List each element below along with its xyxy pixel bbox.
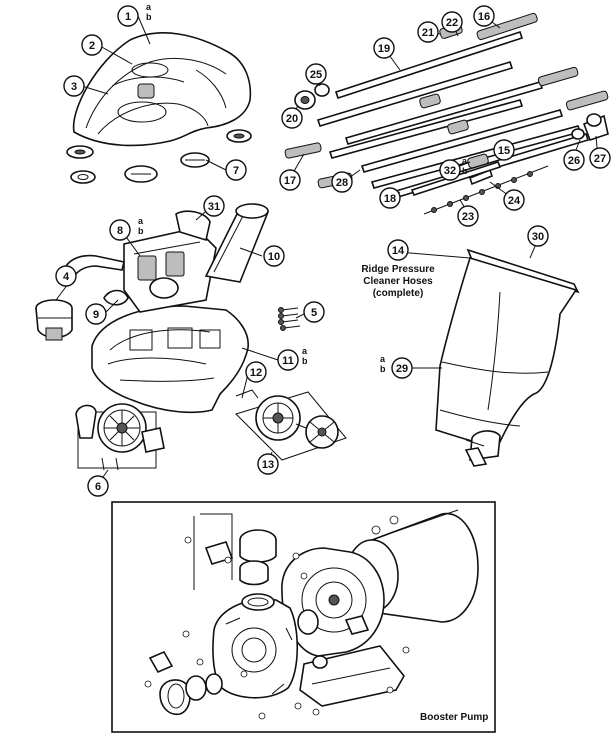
callout-28: 28 — [331, 171, 353, 193]
svg-text:10: 10 — [268, 251, 280, 263]
svg-text:25: 25 — [310, 69, 322, 81]
hoses-label-line-3: (complete) — [373, 288, 424, 299]
sub-b-11: b — [302, 356, 308, 366]
svg-text:31: 31 — [208, 201, 220, 213]
svg-text:29: 29 — [396, 363, 408, 375]
callout-2: 2 — [81, 34, 103, 56]
svg-text:28: 28 — [336, 177, 348, 189]
filter-bag — [435, 248, 580, 467]
booster-pump-label: Booster Pump — [420, 712, 488, 723]
svg-text:8: 8 — [117, 225, 123, 237]
callout-5: 5 — [303, 301, 325, 323]
svg-text:13: 13 — [262, 459, 274, 471]
svg-text:19: 19 — [378, 43, 390, 55]
svg-text:23: 23 — [462, 211, 474, 223]
sub-b-1: b — [146, 12, 152, 22]
svg-text:6: 6 — [95, 481, 101, 493]
hoses-label-line-2: Cleaner Hoses — [363, 276, 433, 287]
callout-17: 17 — [279, 169, 301, 191]
callout-10: 10 — [263, 245, 285, 267]
svg-text:7: 7 — [233, 165, 239, 177]
callout-27: 27 — [589, 147, 611, 169]
callout-9: 9 — [85, 303, 107, 325]
callout-3: 3 — [63, 75, 85, 97]
hose-set — [284, 12, 609, 215]
sub-a-8: a — [138, 216, 144, 226]
callout-32: 32 — [439, 159, 461, 181]
callout-19: 19 — [373, 37, 395, 59]
callout-7: 7 — [225, 159, 247, 181]
callout-11: 11 — [277, 349, 299, 371]
sub-a-32: a — [462, 156, 468, 166]
screws — [278, 307, 301, 331]
booster-pump — [144, 509, 479, 720]
svg-text:16: 16 — [478, 11, 490, 23]
svg-text:1: 1 — [125, 11, 131, 23]
svg-text:17: 17 — [284, 175, 296, 187]
callout-4: 4 — [55, 265, 77, 287]
pump-small-callouts — [144, 515, 410, 720]
filter-part — [35, 299, 73, 341]
callout-25: 25 — [305, 63, 327, 85]
callout-22: 22 — [441, 11, 463, 33]
svg-text:14: 14 — [392, 245, 405, 257]
wheel-left — [75, 403, 165, 471]
svg-text:5: 5 — [311, 307, 317, 319]
callout-26: 26 — [563, 149, 585, 171]
svg-text:4: 4 — [63, 271, 70, 283]
svg-text:24: 24 — [508, 195, 521, 207]
callout-23: 23 — [457, 205, 479, 227]
callout-14: 14 — [387, 239, 409, 261]
callout-31: 31 — [203, 195, 225, 217]
callout-8: 8 — [109, 219, 131, 241]
callout-6: 6 — [87, 475, 109, 497]
callout-30: 30 — [527, 225, 549, 247]
svg-text:32: 32 — [444, 165, 456, 177]
callout-29: 29 — [391, 357, 413, 379]
sub-a-1: a — [146, 2, 152, 12]
callout-15: 15 — [493, 139, 515, 161]
callout-20: 20 — [281, 107, 303, 129]
svg-text:18: 18 — [384, 193, 396, 205]
svg-text:3: 3 — [71, 81, 77, 93]
svg-text:9: 9 — [93, 309, 99, 321]
callout-13: 13 — [257, 453, 279, 475]
callout-24: 24 — [503, 189, 525, 211]
sub-a-11: a — [302, 346, 308, 356]
callout-21: 21 — [417, 21, 439, 43]
svg-text:20: 20 — [286, 113, 298, 125]
svg-text:2: 2 — [89, 40, 95, 52]
svg-text:26: 26 — [568, 155, 580, 167]
sub-a-29: a — [380, 354, 386, 364]
callout-16: 16 — [473, 5, 495, 27]
svg-text:30: 30 — [532, 231, 544, 243]
callout-1: 1 — [117, 5, 139, 27]
svg-text:22: 22 — [446, 17, 458, 29]
thrust-jet — [175, 203, 269, 283]
callout-18: 18 — [379, 187, 401, 209]
sub-b-29: b — [380, 364, 386, 374]
svg-text:21: 21 — [422, 27, 434, 39]
callout-12: 12 — [245, 361, 267, 383]
svg-text:15: 15 — [498, 145, 510, 157]
svg-text:27: 27 — [594, 153, 606, 165]
svg-text:12: 12 — [250, 367, 262, 379]
svg-text:11: 11 — [282, 355, 294, 367]
chassis-body — [63, 227, 249, 414]
sub-b-8: b — [138, 226, 144, 236]
sub-b-32: b — [462, 166, 468, 176]
top-cover — [72, 32, 252, 147]
small-washers — [66, 129, 252, 184]
hoses-label-line-1: Ridge Pressure — [361, 264, 435, 275]
wheel-right — [235, 389, 347, 461]
